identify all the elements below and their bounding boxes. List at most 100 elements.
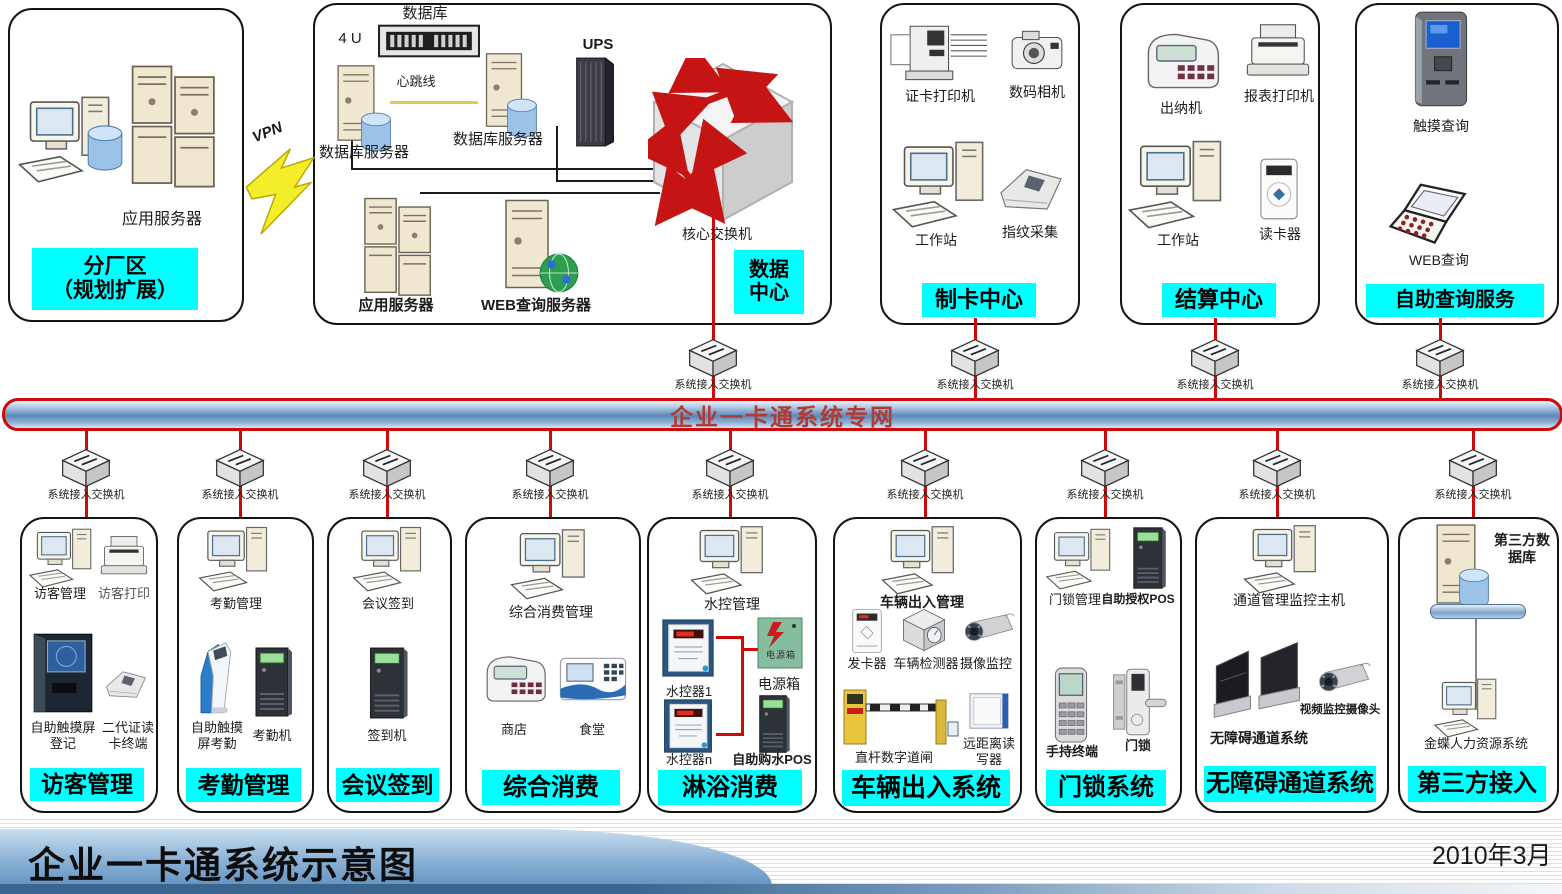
- branch-tag-line2: （规划扩展）: [52, 279, 178, 302]
- device-label: WEB查询: [1409, 252, 1469, 268]
- device-label: 数码相机: [1009, 84, 1065, 100]
- device-label: 金蝶人力资源系统: [1423, 736, 1528, 751]
- water-controller-icon: [660, 698, 716, 754]
- cctv-camera-icon: [958, 608, 1016, 652]
- switch-icon: [525, 448, 575, 488]
- device-label: 手持终端: [1045, 744, 1098, 759]
- device-label: 数据库: [402, 5, 448, 22]
- id-card-reader-icon: [102, 662, 150, 704]
- switch-label: 系统接入交换机: [47, 489, 125, 501]
- switch-label: 系统接入交换机: [1401, 379, 1479, 391]
- connector-line: [351, 138, 353, 170]
- device-label: 水控管理: [704, 596, 760, 612]
- datacenter-tag-line2: 中心: [749, 282, 789, 304]
- core-switch-icon: [648, 58, 798, 226]
- door-lock-icon: [1108, 666, 1168, 738]
- switch-label: 系统接入交换机: [348, 489, 426, 501]
- device-label: 自助触摸屏登记: [30, 720, 96, 751]
- device-label: 综合消费管理: [509, 604, 593, 620]
- switch-label: 系统接入交换机: [201, 489, 279, 501]
- ups-icon: [570, 54, 616, 148]
- connector-line: [742, 648, 760, 651]
- switch-label: 系统接入交换机: [1066, 489, 1144, 501]
- bottom-bar: [0, 884, 1562, 894]
- switch-label: 系统接入交换机: [691, 489, 769, 501]
- device-label: 车辆检测器: [893, 656, 959, 671]
- branch-tag: 分厂区 （规划扩展）: [32, 248, 198, 310]
- switch-icon: [950, 338, 1000, 378]
- device-label: 远距离读写器: [962, 736, 1015, 767]
- power-box-icon: [756, 616, 804, 670]
- switch-label: 系统接入交换机: [936, 379, 1014, 391]
- computer-icon: [28, 526, 98, 588]
- device-label: 访客管理: [33, 586, 86, 601]
- connector-line: [716, 733, 744, 736]
- rack-icon: [378, 23, 480, 59]
- channel-tag: 无障碍通道系统: [1204, 766, 1376, 802]
- connector-line: [420, 192, 660, 194]
- device-label: WEB查询服务器: [481, 297, 591, 314]
- device-label: 无障碍通道系统: [1210, 730, 1308, 746]
- computer-icon: [194, 524, 278, 592]
- device-label: 门锁管理: [1048, 592, 1101, 607]
- device-label: 核心交换机: [682, 226, 752, 242]
- device-label: 应用服务器: [121, 211, 202, 228]
- device-label: 商店: [500, 722, 527, 737]
- switch-icon: [1190, 338, 1240, 378]
- device-label: 工作站: [1157, 232, 1199, 248]
- shower-tag: 淋浴消费: [658, 770, 802, 805]
- connector-line: [741, 636, 744, 736]
- device-label: 发卡器: [847, 656, 887, 671]
- computer-icon: [1430, 676, 1506, 738]
- bus-label: 企业一卡通系统专网: [670, 403, 895, 430]
- switch-label: 系统接入交换机: [1434, 489, 1512, 501]
- cashier-machine-icon: [1134, 26, 1230, 96]
- server-group-icon: [122, 52, 228, 194]
- device-label: 自助购水POS: [732, 752, 812, 767]
- card-printer-icon: [888, 22, 992, 86]
- computer-icon: [686, 523, 774, 595]
- device-label: 考勤管理: [209, 596, 262, 611]
- computer-icon: [892, 136, 992, 230]
- device-label: 自助授权POS: [1101, 592, 1175, 606]
- vpn-label: VPN: [249, 118, 285, 147]
- device-label: 数据库服务器: [452, 131, 543, 148]
- switch-label: 系统接入交换机: [674, 379, 752, 391]
- touch-kiosk-icon: [1408, 10, 1474, 110]
- database-icon: [84, 122, 126, 174]
- vehicle-box: [833, 517, 1022, 813]
- consume-tag: 综合消费: [482, 770, 620, 805]
- network-bus: 企业一卡通系统专网: [2, 398, 1562, 431]
- switch-icon: [705, 448, 755, 488]
- fingerprint-reader-icon: [994, 158, 1068, 216]
- power-box-inner-label: 电源箱: [765, 650, 796, 660]
- device-label: 读卡器: [1259, 226, 1301, 242]
- rack-size-label: 4 U: [338, 30, 362, 47]
- device-label: 应用服务器: [358, 297, 434, 314]
- settlement-center-tag: 结算中心: [1162, 283, 1276, 317]
- card-reader-icon: [1254, 156, 1304, 222]
- device-label: 第三方数据库: [1494, 532, 1550, 565]
- device-label: 访客打印: [97, 586, 150, 601]
- printer-icon: [98, 532, 150, 580]
- connector-line: [716, 636, 744, 639]
- computer-icon: [348, 524, 432, 592]
- barrier-gate-icon: [838, 686, 962, 748]
- long-range-reader-icon: [968, 690, 1010, 732]
- computer-icon: [1042, 526, 1120, 590]
- camera-icon: [1008, 26, 1066, 76]
- touch-kiosk-photo-icon: [32, 632, 94, 714]
- switch-icon: [900, 448, 950, 488]
- attendance-terminal-icon: [250, 646, 294, 718]
- canteen-pos-icon: [558, 654, 628, 704]
- vehicle-detector-icon: [898, 606, 950, 654]
- printer-icon: [1243, 20, 1313, 82]
- heartbeat-line: [390, 101, 478, 104]
- device-label: 触摸查询: [1413, 118, 1469, 134]
- water-controller-icon: [660, 618, 716, 678]
- switch-label: 系统接入交换机: [886, 489, 964, 501]
- device-label: 签到机: [367, 728, 407, 743]
- doorlock-tag: 门锁系统: [1046, 770, 1166, 806]
- switch-icon: [215, 448, 265, 488]
